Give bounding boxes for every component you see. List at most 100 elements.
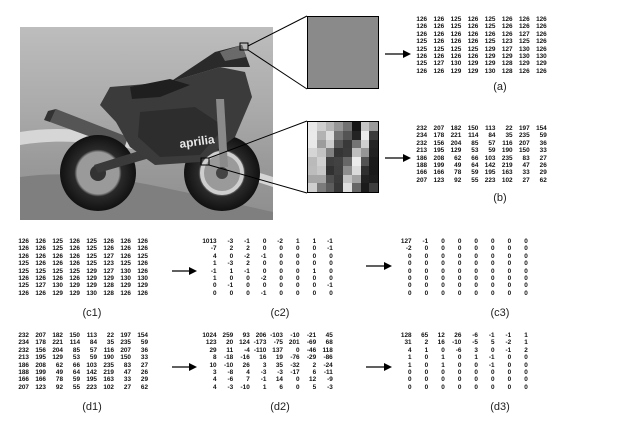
matrix-cell: 0 bbox=[408, 383, 412, 391]
matrix-cell: 126 bbox=[18, 275, 29, 283]
zoom-pixel bbox=[325, 157, 335, 166]
matrix-cell: 33 bbox=[140, 354, 148, 362]
matrix-cell: 0 bbox=[312, 245, 317, 253]
matrix-cell: 45 bbox=[325, 332, 333, 339]
matrix-cell: 0 bbox=[457, 361, 462, 369]
matrix-cell: 130 bbox=[518, 53, 530, 61]
matrix-cell: 208 bbox=[433, 154, 445, 162]
zoom-pixel bbox=[369, 139, 378, 149]
matrix-cell: 84 bbox=[89, 339, 97, 347]
matrix-cell: 197 bbox=[120, 332, 131, 339]
matrix-cell: -4 bbox=[244, 346, 250, 354]
matrix-cell: 129 bbox=[450, 147, 462, 155]
matrix-cell: 59 bbox=[539, 132, 547, 140]
matrix-cell: 126 bbox=[501, 16, 513, 23]
matrix-cell: 0 bbox=[424, 267, 429, 275]
matrix-cell: 0 bbox=[441, 289, 445, 297]
matrix-cell: -3 bbox=[277, 369, 283, 377]
matrix-cell: 129 bbox=[467, 67, 479, 75]
matrix-cell: 207 bbox=[416, 176, 428, 184]
matrix-cell: 47 bbox=[123, 369, 131, 377]
matrix-cell: 129 bbox=[86, 282, 97, 290]
matrix-cell: 0 bbox=[246, 282, 250, 290]
matrix-cell: 1 bbox=[296, 238, 300, 245]
matrix-cell: -17 bbox=[290, 369, 300, 377]
matrix-cell: -2 bbox=[505, 339, 512, 347]
matrix-cell: 127 bbox=[400, 238, 412, 245]
matrix-cell: 0 bbox=[408, 260, 412, 268]
zoom-pixel bbox=[343, 148, 352, 157]
zoom-pixel bbox=[334, 139, 343, 149]
zoom-pixel bbox=[369, 157, 378, 166]
matrix-cell: 0 bbox=[296, 252, 300, 260]
matrix-cell: 0 bbox=[424, 369, 429, 377]
matrix-cell: 118 bbox=[322, 346, 333, 354]
matrix-cell: 156 bbox=[433, 139, 445, 147]
zoom-pixel bbox=[343, 174, 352, 184]
matrix-cell: 22 bbox=[505, 125, 513, 132]
matrix-cell: -75 bbox=[273, 339, 283, 347]
matrix-cell: 195 bbox=[484, 169, 496, 177]
matrix-cell: 126 bbox=[536, 67, 547, 75]
matrix-cell: 0 bbox=[279, 267, 283, 275]
matrix-cell: 129 bbox=[52, 354, 63, 362]
matrix-cell: 126 bbox=[467, 53, 479, 61]
matrix-cell: 0 bbox=[491, 369, 495, 377]
matrix-cell: 0 bbox=[474, 260, 478, 268]
matrix-cell: 19 bbox=[275, 354, 283, 362]
matrix-cell: 166 bbox=[433, 169, 445, 177]
matrix-cell: 0 bbox=[524, 260, 528, 268]
matrix-cell: 127 bbox=[518, 30, 530, 38]
matrix-cell: 163 bbox=[501, 169, 513, 177]
matrix-cell: 0 bbox=[296, 245, 300, 253]
matrix-cell: 0 bbox=[524, 361, 528, 369]
zoom-line-b-top bbox=[208, 120, 308, 159]
zoom-pixel bbox=[334, 148, 343, 157]
matrix-cell: 221 bbox=[450, 132, 462, 140]
matrix-cell: -2 bbox=[405, 245, 412, 253]
label-d2: (d2) bbox=[270, 401, 290, 413]
matrix-cell: 0 bbox=[441, 260, 445, 268]
matrix-cell: 0 bbox=[524, 376, 528, 384]
matrix-cell: 126 bbox=[103, 238, 114, 245]
matrix-cell: -1 bbox=[244, 267, 250, 275]
matrix-cell: 29 bbox=[140, 376, 148, 384]
matrix-cell: 130 bbox=[52, 282, 63, 290]
matrix-cell: 36 bbox=[539, 139, 547, 147]
zoom-pixel bbox=[325, 130, 335, 140]
matrix-cell: 126 bbox=[450, 30, 462, 38]
zoom-pixel bbox=[369, 122, 378, 131]
matrix-cell: 232 bbox=[18, 332, 29, 339]
matrix-cell: 186 bbox=[416, 154, 428, 162]
matrix-cell: 123 bbox=[35, 383, 46, 391]
matrix-cell: 0 bbox=[457, 238, 462, 245]
matrix-cell: 125 bbox=[416, 38, 428, 46]
matrix-cell: 64 bbox=[72, 369, 80, 377]
matrix-cell: 29 bbox=[209, 346, 217, 354]
zoom-pixel bbox=[316, 139, 326, 149]
matrix-cell: -1 bbox=[488, 332, 495, 339]
zoom-marker-b bbox=[200, 157, 210, 166]
matrix-cell: 125 bbox=[450, 16, 462, 23]
matrix-cell: 92 bbox=[55, 383, 63, 391]
matrix-cell: 1 bbox=[408, 361, 412, 369]
label-a: (a) bbox=[493, 81, 507, 93]
matrix-cell: 0 bbox=[491, 376, 495, 384]
matrix-cell: 0 bbox=[296, 383, 300, 391]
matrix-cell: 150 bbox=[518, 147, 530, 155]
matrix-cell: -7 bbox=[210, 245, 217, 253]
matrix-cell: 113 bbox=[485, 125, 496, 132]
